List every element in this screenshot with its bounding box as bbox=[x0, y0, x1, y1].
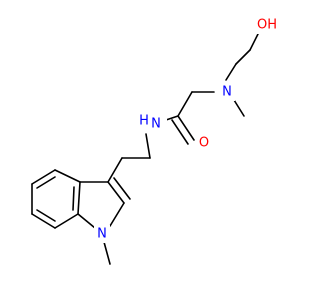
bond-n1-c7a bbox=[77, 213, 96, 229]
bond-c3a-c4 bbox=[54, 169, 81, 183]
indole-nitrogen-label: N bbox=[97, 227, 107, 242]
amide-nitrogen-label: N bbox=[151, 117, 161, 132]
molecule-structure: OH N O H N N bbox=[31, 16, 280, 265]
bond-c4-c5-b bbox=[36, 176, 56, 189]
hydroxyl-group: OH bbox=[254, 16, 280, 34]
atom-labels: OH N O H N N bbox=[94, 16, 280, 243]
bond-c6-c7-b bbox=[36, 209, 56, 222]
bond-c3a-c7a bbox=[77, 181, 81, 215]
bond-c6-c7-a bbox=[31, 213, 56, 229]
bond-c3a-c7a-inner bbox=[72, 186, 75, 211]
bond-c3-c2-a bbox=[107, 181, 125, 204]
bond-c3-c2-b bbox=[113, 177, 131, 200]
hydroxyl-label: OH bbox=[257, 18, 277, 33]
bond-o-c1 bbox=[249, 33, 259, 51]
indole-nitrogen: N bbox=[94, 225, 110, 243]
structure-canvas: OH N O H N N bbox=[31, 16, 280, 265]
bond-namide-ch2 bbox=[145, 133, 151, 159]
bond-c1-c2 bbox=[235, 49, 251, 65]
bonds bbox=[31, 33, 259, 265]
carbonyl-oxygen: O bbox=[196, 134, 212, 152]
amide-nh: H N bbox=[137, 112, 167, 132]
amine-nitrogen: N bbox=[219, 83, 235, 101]
amine-nitrogen-label: N bbox=[222, 85, 232, 100]
bond-namine-methyl bbox=[233, 99, 245, 117]
bond-c4-c5-a bbox=[31, 169, 56, 185]
bond-ch2-c3 bbox=[107, 157, 123, 183]
bond-c2-namine bbox=[225, 63, 237, 81]
bond-n1-methyl bbox=[103, 241, 111, 265]
bond-co-double-b bbox=[171, 119, 189, 145]
bond-c7-c7a bbox=[54, 213, 79, 229]
carbonyl-oxygen-label: O bbox=[199, 136, 209, 151]
amide-h-label: H bbox=[139, 114, 149, 129]
bond-c2-n1 bbox=[109, 202, 125, 227]
bond-ch2-co bbox=[177, 91, 193, 117]
bond-co-double-a bbox=[177, 115, 195, 141]
